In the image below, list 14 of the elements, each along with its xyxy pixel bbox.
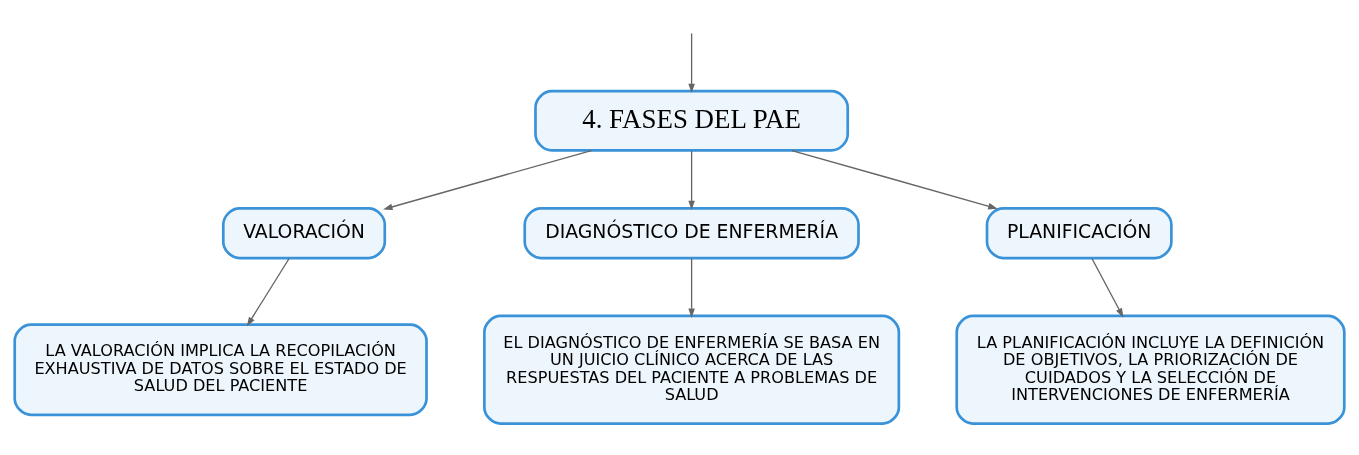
node-box: 4. FASES DEL PAE [534, 89, 850, 152]
arrow [688, 257, 695, 318]
arrow [688, 149, 695, 210]
node-box: PLANIFICACIÓN [985, 206, 1173, 259]
node-box: DIAGNÓSTICO DE ENFERMERÍA [523, 206, 860, 259]
arrow [688, 32, 695, 93]
arrow [383, 149, 592, 210]
node-box: LA PLANIFICACIÓN INCLUYE LA DEFINICIÓN DE OBJETIVOS, LA PRIORIZACIÓN DE CUIDADOS Y LA SELECCIÓN DE INTERVENCIONES DE ENFERMERÍA [955, 314, 1346, 425]
node-box: LA VALORACIÓN IMPLICA LA RECOPILACIÓN EXHAUSTIVA DE DATOS SOBRE EL ESTADO DE SALUD DEL PACIENTE [13, 322, 428, 416]
arrow [246, 257, 290, 326]
arrow [1091, 257, 1124, 318]
node-box: VALORACIÓN [221, 206, 387, 259]
node-box: EL DIAGNÓSTICO DE ENFERMERÍA SE BASA EN UN JUICIO CLÍNICO ACERCA DE LAS RESPUESTAS DEL PACIENTE A PROBLEMAS DE SALUD [483, 314, 901, 425]
arrow [791, 149, 998, 209]
